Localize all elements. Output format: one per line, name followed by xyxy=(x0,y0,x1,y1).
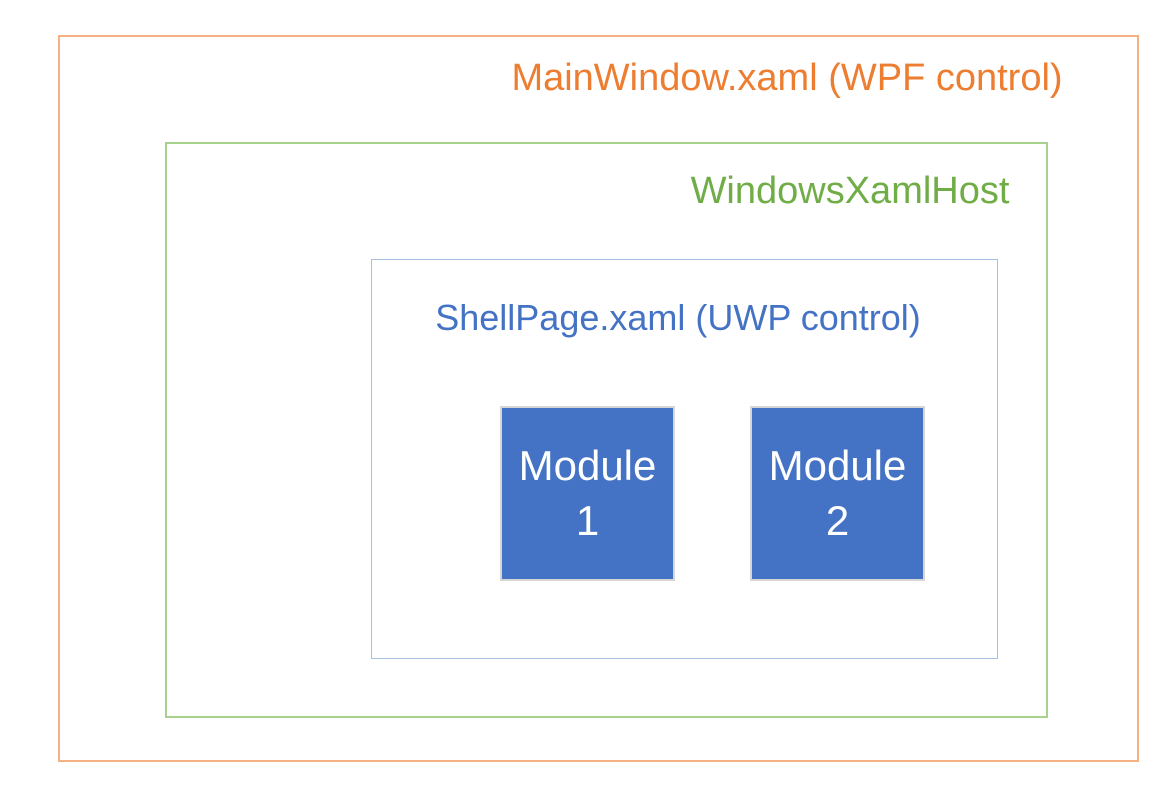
module-2-number: 2 xyxy=(825,496,850,544)
windowsxamlhost-label: WindowsXamlHost xyxy=(690,170,1010,212)
mainwindow-label: MainWindow.xaml (WPF control) xyxy=(511,57,1063,99)
module-1-box: Module 1 xyxy=(500,406,675,581)
mainwindow-box: MainWindow.xaml (WPF control) WindowsXam… xyxy=(58,35,1139,762)
module-1-label: Module xyxy=(518,441,657,489)
module-2-box: Module 2 xyxy=(750,406,925,581)
module-1-number: 1 xyxy=(575,496,600,544)
shellpage-box: ShellPage.xaml (UWP control) Module 1 Mo… xyxy=(371,259,998,659)
windowsxamlhost-box: WindowsXamlHost ShellPage.xaml (UWP cont… xyxy=(165,142,1048,718)
shellpage-label: ShellPage.xaml (UWP control) xyxy=(435,297,921,338)
module-2-label: Module xyxy=(768,441,907,489)
